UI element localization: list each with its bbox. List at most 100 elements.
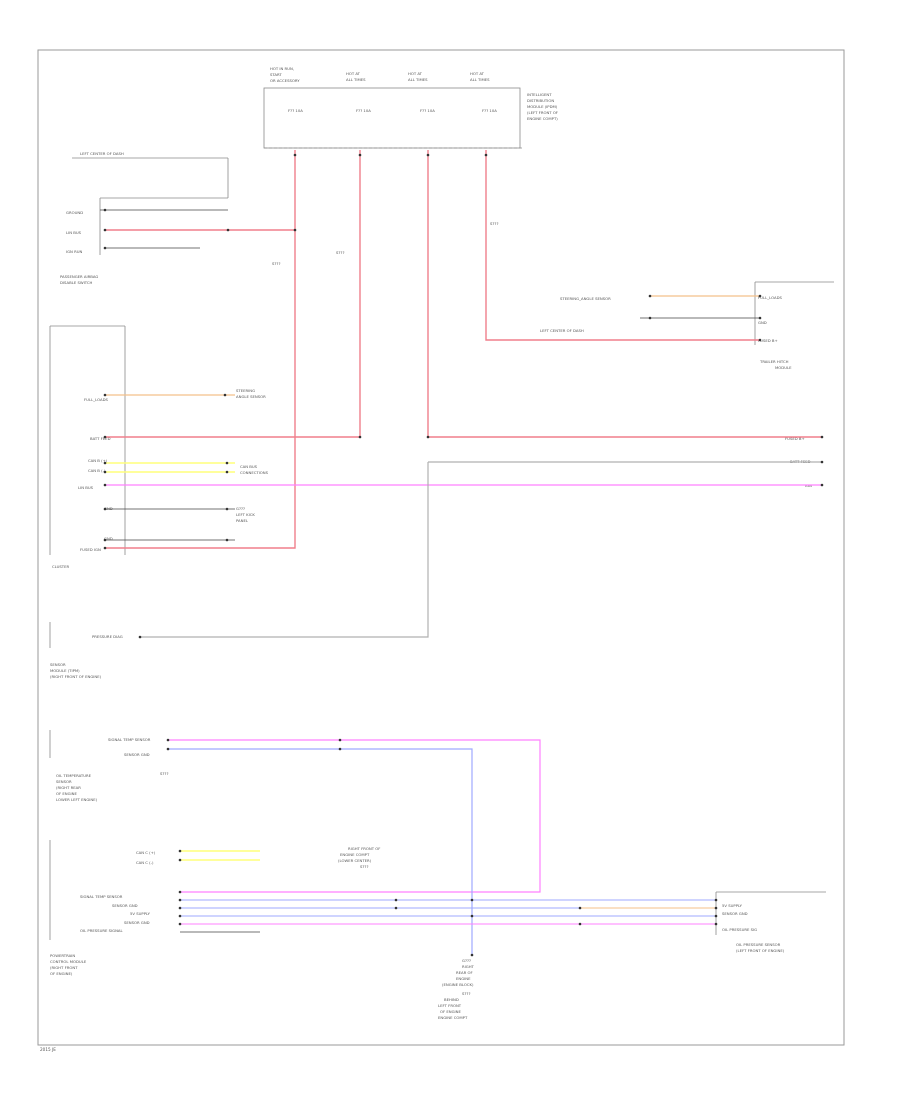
splice-note-4: S??? — [360, 864, 368, 869]
fuse-rating-3: F?? 10A — [420, 108, 435, 113]
connector-pin-15 — [758, 338, 762, 342]
connector-pin-1 — [358, 153, 362, 157]
oil-temp-ground: S??? — [160, 771, 168, 776]
bottom-ground-4: ENGINE — [456, 976, 471, 981]
connector-pin-3 — [484, 153, 488, 157]
connector-pin-46 — [714, 906, 718, 910]
ipdm-label-1: INTELLIGENT — [527, 92, 552, 97]
oil-temp-pin-1: SIGNAL TEMP SENSOR — [108, 737, 151, 742]
connector-pin-37 — [178, 914, 182, 918]
connector-pin-9 — [103, 246, 107, 250]
steering-note-1: STEERING — [236, 388, 255, 393]
connector-pin-28 — [166, 738, 170, 742]
cluster-pin-3: CAN B (+) — [88, 458, 108, 463]
cluster-pin-2: BATT FEED — [90, 436, 111, 441]
can-note-1: CAN BUS — [240, 464, 258, 469]
connector-pin-6 — [426, 435, 430, 439]
diagram-frame — [37, 49, 845, 1046]
ipdm-label-4: (LEFT FRONT OF — [527, 110, 558, 115]
splice-s2: S??? — [336, 250, 344, 255]
ipdm-label-3: MODULE (IPDM) — [527, 104, 558, 109]
connector-pin-16 — [103, 393, 107, 397]
fuse-block — [263, 87, 521, 149]
connector-pin-24 — [820, 435, 824, 439]
ground-note-1: G??? — [236, 506, 245, 511]
cluster-pin-5: LIN BUS — [78, 485, 94, 490]
oil-press-pin-1: 5V SUPPLY — [722, 903, 743, 908]
connector-pin-32 — [178, 849, 182, 853]
pcm-pin-bot-2: SENSOR GND — [112, 903, 138, 908]
splice-note-3: (LOWER CENTER) — [338, 858, 372, 863]
connector-pin-34 — [178, 890, 182, 894]
bottom-ground-2: RIGHT — [462, 964, 475, 969]
connector-pin-36 — [178, 906, 182, 910]
connector-pin-33 — [178, 858, 182, 862]
right-module-row-2: LEFT CENTER OF DASH — [540, 328, 584, 333]
wire-gray-2 — [140, 462, 429, 638]
right-module-pin-2: GND — [758, 320, 767, 325]
fuse-rating-2: F?? 10A — [356, 108, 371, 113]
connector-pin-30 — [338, 738, 342, 742]
connector-pin-13 — [758, 294, 762, 298]
connector-pin-2 — [426, 153, 430, 157]
left-module-pin-1: GROUND — [66, 210, 83, 215]
connector-pin-7 — [103, 208, 107, 212]
connector-pin-11 — [648, 294, 652, 298]
oil-temp-name-3: (RIGHT REAR — [56, 785, 81, 790]
right-module-pin-1: FULL_LOADS — [758, 295, 783, 300]
oil-press-pin-3: OIL PRESSURE SIG — [722, 927, 757, 932]
ipdm-label-2: DISTRIBUTION — [527, 98, 554, 103]
connector-pin-14 — [758, 316, 762, 320]
connector-pin-23 — [103, 546, 107, 550]
connector-pin-22 — [103, 538, 107, 542]
connector-pin-51 — [225, 470, 229, 474]
connector-pin-38 — [178, 922, 182, 926]
ground-note-2: LEFT KICK — [236, 512, 255, 517]
connector-pin-29 — [166, 747, 170, 751]
wire-pink-2 — [168, 739, 541, 893]
cluster-pin-1: FULL_LOADS — [84, 397, 109, 402]
wire-red-1 — [105, 150, 296, 549]
connector-pin-39 — [470, 898, 474, 902]
connector-pin-10 — [226, 228, 230, 232]
connector-pin-41 — [394, 898, 398, 902]
left-module-pin-3: IGN RUN — [66, 249, 83, 254]
pcm-pin-top-2: CAN C (-) — [136, 860, 154, 865]
footer-text: 2015 JE — [40, 1047, 56, 1052]
fuse-label-4b: ALL TIMES — [470, 77, 490, 82]
splice-s1: S??? — [272, 261, 280, 266]
oil-temp-name-1: OIL TEMPERATURE — [56, 773, 92, 778]
connector-pin-27 — [138, 635, 142, 639]
wire-red-2 — [105, 150, 361, 438]
bottom-ground-6: S??? — [462, 991, 470, 996]
connector-pin-45 — [714, 898, 718, 902]
bottom-ground-9: OF ENGINE — [440, 1009, 462, 1014]
pcm-pin-bot-3: 5V SUPPLY — [130, 911, 151, 916]
connector-pin-52 — [225, 507, 229, 511]
cluster-pin-6: GND — [104, 506, 113, 511]
splice-note-1: RIGHT FRONT OF — [348, 846, 380, 851]
connector-pin-5 — [358, 435, 362, 439]
pcm-name-3: (RIGHT FRONT — [50, 965, 78, 970]
bottom-ground-3: REAR OF — [456, 970, 473, 975]
fuse-label-2b: ALL TIMES — [346, 77, 366, 82]
wire-red-4 — [485, 150, 760, 341]
right-module-row-1: STEERING_ANGLE SENSOR — [560, 296, 611, 301]
bottom-ground-5: (ENGINE BLOCK) — [442, 982, 474, 987]
cluster-pin-7: GND — [104, 536, 113, 541]
connector-pin-35 — [178, 898, 182, 902]
connector-pin-40 — [470, 914, 474, 918]
oil-press-pin-2: SENSOR GND — [722, 911, 748, 916]
ipdm-label-5: ENGINE COMPT) — [527, 116, 558, 121]
left-module-name-1: PASSENGER AIRBAG — [60, 274, 98, 279]
connector-pin-26 — [820, 483, 824, 487]
connector-pin-0 — [293, 153, 297, 157]
fuse-label-3b: ALL TIMES — [408, 77, 428, 82]
wires — [100, 150, 824, 957]
connector-pin-18 — [103, 461, 107, 465]
bottom-ground-10: ENGINE COMPT — [438, 1015, 468, 1020]
connector-pin-43 — [578, 906, 582, 910]
connector-pin-42 — [394, 906, 398, 910]
connector-pin-54 — [223, 393, 227, 397]
small-module-name-2: MODULE (TIPM) — [50, 668, 80, 673]
